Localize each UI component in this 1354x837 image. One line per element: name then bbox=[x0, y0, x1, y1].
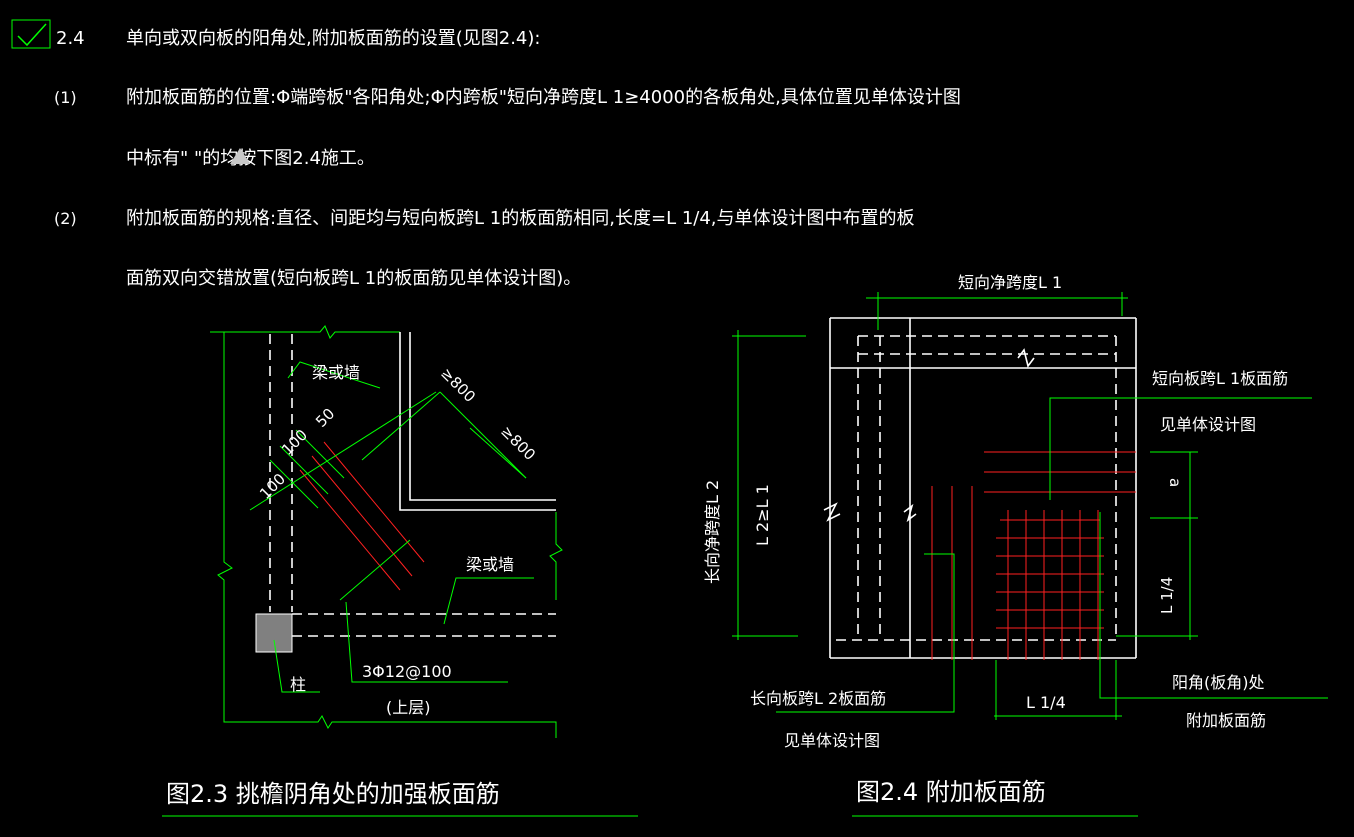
fig24-caption: 图2.4 附加板面筋 bbox=[856, 778, 1046, 806]
fig24-dim-l14-vertical: L 1/4 bbox=[1158, 577, 1176, 614]
fig24-see-design-2: 见单体设计图 bbox=[784, 731, 880, 750]
fig23-dim-50: 50 bbox=[312, 405, 338, 431]
item-1-line-2: 中标有" "的均按下图2.4施工。 bbox=[126, 148, 375, 169]
fig23-layer-label: (上层) bbox=[386, 698, 431, 717]
clause-number: 2.4 bbox=[56, 28, 85, 49]
column bbox=[255, 613, 293, 653]
figure-2-3: 梁或墙 梁或墙 柱 3Φ12@100 (上层) 100 100 50 ≥800 … bbox=[162, 325, 638, 817]
triangle-symbol-icon bbox=[230, 148, 250, 164]
fig23-beam-wall-label-2: 梁或墙 bbox=[466, 555, 514, 574]
fig24-ratio: L 2≥L 1 bbox=[753, 484, 772, 546]
fig24-long-span: 长向净跨度L 2 bbox=[703, 480, 722, 584]
fig24-extra-bar-label: 附加板面筋 bbox=[1186, 711, 1266, 730]
fig24-dim-l14-horizontal: L 1/4 bbox=[1026, 693, 1066, 712]
fig24-short-span: 短向净跨度L 1 bbox=[958, 273, 1062, 292]
figure-2-4: 短向净跨度L 1 长向净跨度L 2 L 2≥L 1 短向板跨L 1板面筋 见单体… bbox=[703, 273, 1328, 817]
fig23-caption: 图2.3 挑檐阴角处的加强板面筋 bbox=[166, 780, 500, 808]
fig24-see-design-1: 见单体设计图 bbox=[1160, 415, 1256, 434]
fig23-column-label: 柱 bbox=[290, 675, 306, 694]
check-icon[interactable] bbox=[11, 19, 51, 49]
fig23-beam-wall-label-1: 梁或墙 bbox=[312, 363, 360, 382]
fig24-long-bar: 长向板跨L 2板面筋 bbox=[750, 689, 886, 708]
fig24-short-bar: 短向板跨L 1板面筋 bbox=[1152, 369, 1288, 388]
fig24-corner-label: 阳角(板角)处 bbox=[1172, 673, 1265, 692]
rebar-mesh bbox=[996, 510, 1104, 660]
item-2-line-1: 附加板面筋的规格:直径、间距均与短向板跨L 1的板面筋相同,长度=L 1/4,与… bbox=[126, 208, 915, 229]
item-1-line-1: 附加板面筋的位置:Φ端跨板"各阳角处;Φ内跨板"短向净跨度L 1≥4000的各板… bbox=[126, 87, 961, 108]
clause-title: 单向或双向板的阳角处,附加板面筋的设置(见图2.4): bbox=[126, 28, 540, 49]
item-1-number: (1) bbox=[54, 88, 77, 107]
fig23-dim-800-a: ≥800 bbox=[437, 364, 479, 406]
item-2-number: (2) bbox=[54, 209, 77, 228]
fig23-rebar-spec: 3Φ12@100 bbox=[362, 662, 452, 681]
fig23-dim-100-b: 100 bbox=[278, 426, 311, 459]
item-2-line-2: 面筋双向交错放置(短向板跨L 1的板面筋见单体设计图)。 bbox=[126, 268, 581, 289]
fig24-dim-a: a bbox=[1166, 478, 1184, 487]
